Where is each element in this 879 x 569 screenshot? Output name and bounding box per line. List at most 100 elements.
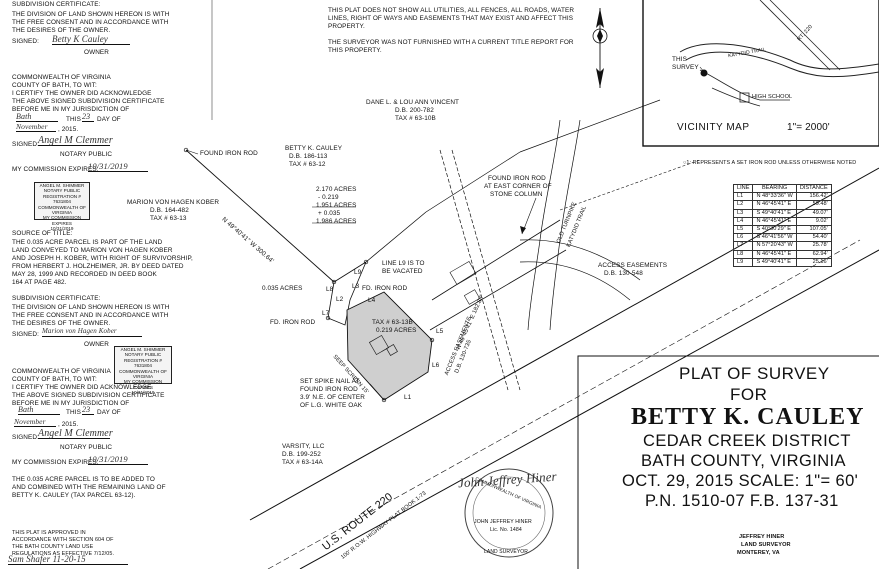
note-line1: THIS PLAT DOES NOT SHOW ALL UTILITIES, A… (328, 7, 575, 14)
ack1-line5: BEFORE ME IN MY JURISDICTION OF (12, 106, 130, 113)
acres-calc-4: + 0.035 (318, 210, 341, 217)
seal-license-number: Lic. No. 1484 (490, 527, 522, 533)
ack2-this: THIS (66, 409, 81, 416)
cauley-owner: BETTY K. CAULEY (285, 145, 343, 152)
source-line2: LAND CONVEYED TO MARION VON HAGEN KOBER (12, 247, 173, 254)
spike-nail-4: OF L.G. WHITE OAK (300, 402, 363, 409)
note-line3: PROPERTY. (328, 23, 365, 30)
title-date-scale: OCT. 29, 2015 SCALE: 1"= 60' (622, 472, 859, 490)
fd-iron-rod-upper: FD. IRON ROD (362, 285, 408, 292)
note-line2: LINES, RIGHT OF WAYS AND EASEMENTS THAT … (328, 15, 574, 22)
vincent-owner: DANE L. & LOU ANN VINCENT (366, 99, 460, 106)
ack1-day-of: DAY OF (97, 116, 121, 123)
cert1-owner-label: OWNER (84, 49, 109, 56)
ack2-year: , 2015. (58, 421, 79, 428)
ack2-day-of: DAY OF (97, 409, 121, 416)
vicinity-survey-label: THIS SURVEY (672, 56, 699, 71)
varsity-owner: VARSITY, LLC (282, 443, 325, 450)
title-block-frame (577, 355, 879, 569)
cert1-signed-label: SIGNED: (12, 38, 39, 45)
title-for: FOR (730, 385, 768, 404)
line-vacated-2: BE VACATED (382, 268, 423, 275)
varsity-deed: D.B. 199-252 (282, 451, 321, 458)
found-iron-rod-label: FOUND IRON ROD (200, 150, 258, 157)
acres-035-label: 0.035 ACRES (262, 285, 303, 292)
ack1-line2: COUNTY OF BATH, TO WIT: (12, 82, 97, 89)
approval-line2: ACCORDANCE WITH SECTION 604 OF (12, 537, 114, 543)
north-arrow-icon (592, 8, 608, 88)
cert1-heading: SUBDIVISION CERTIFICATE: (12, 1, 101, 8)
ack2-notary-label: NOTARY PUBLIC (60, 444, 113, 451)
ack2-signed-label: SIGNED: (12, 434, 39, 441)
line-label-l7: L7 (322, 310, 330, 317)
source-line6: 164 AT PAGE 482. (12, 279, 67, 286)
title-owner-name: BETTY K. CAULEY (631, 404, 865, 430)
cert1-line1: THE DIVISION OF LAND SHOWN HEREON IS WIT… (12, 11, 170, 18)
acres-calc-2: - 0.219 (318, 194, 339, 201)
cert2-line3: THE DESIRES OF THE OWNER. (12, 320, 111, 327)
varsity-tax: TAX # 63-14A (282, 459, 323, 466)
add-note-line1: THE 0.035 ACRE PARCEL IS TO BE ADDED TO (12, 476, 156, 483)
ack1-month: November (16, 123, 56, 132)
ack2-expiry-date: 10/31/2019 (88, 455, 148, 465)
kober-deed: D.B. 164-482 (150, 207, 189, 214)
ack1-expiry-date: 10/31/2019 (88, 162, 148, 172)
found-east-1: FOUND IRON ROD (488, 175, 546, 182)
shaded-parcel (346, 291, 433, 401)
line-label-l1: L1 (404, 394, 412, 401)
cert2-line2: THE FREE CONSENT AND IN ACCORDANCE WITH (12, 312, 169, 319)
ack2-line5: BEFORE ME IN MY JURISDICTION OF (12, 400, 130, 407)
parcel-tax-label: TAX # 63-13B (372, 319, 413, 326)
ack2-day-num: 23 (82, 406, 94, 415)
cert2-signed-label: SIGNED: (12, 331, 39, 338)
line-label-l2: L2 (336, 296, 344, 303)
ack1-commission-label: MY COMMISSION EXPIRES: (12, 166, 99, 173)
access-easement-1-deed: D.B. 130-548 (604, 270, 643, 277)
title-district: CEDAR CREEK DISTRICT (643, 432, 851, 450)
add-note-line2: AND COMBINED WITH THE REMAINING LAND OF (12, 484, 166, 491)
iron-rod-note: ○1: REPRESENTS A SET IRON ROD UNLESS OTH… (683, 160, 857, 166)
title-county: BATH COUNTY, VIRGINIA (641, 452, 846, 470)
parcel-acres-label: 0.219 ACRES (376, 327, 417, 334)
acres-calc-3: 1.951 ACRES (316, 202, 357, 209)
ack2-notary-signature: Angel M Clemmer (38, 428, 113, 439)
line-label-l5: L5 (436, 328, 444, 335)
spike-nail-2: FOUND IRON ROD (300, 386, 358, 393)
kober-owner: MARION VON HAGEN KOBER (127, 199, 220, 206)
approval-signature: Sam Shafer 11-20-15 (8, 555, 128, 565)
ack2-month: November (14, 418, 56, 427)
cert2-owner-signature: Marion von Hagen Kober (42, 327, 142, 337)
ack1-county: Bath (16, 113, 58, 122)
cauley-tax: TAX # 63-12 (289, 161, 326, 168)
cert2-line1: THE DIVISION OF LAND SHOWN HEREON IS WIT… (12, 304, 170, 311)
surveyor-title: LAND SURVEYOR (741, 542, 791, 548)
add-note-line3: BETTY K. CAULEY (TAX PARCEL 63-12). (12, 492, 136, 499)
title-plat-of-survey: PLAT OF SURVEY (679, 364, 830, 383)
surveyor-seal (464, 468, 554, 558)
line-label-l6: L6 (432, 362, 440, 369)
source-line4: FROM HERBERT J. HOLZHEIMER, JR. BY DEED … (12, 263, 184, 270)
source-line3: AND JOSEPH H. KOBER, WITH RIGHT OF SURVI… (12, 255, 193, 262)
cert1-line2: THE FREE CONSENT AND IN ACCORDANCE WITH (12, 19, 169, 26)
ack2-line2: COUNTY OF BATH, TO WIT: (12, 376, 97, 383)
vicinity-school-label: HIGH SCHOOL (752, 94, 793, 100)
spike-nail-3: 3.9' N.E. OF CENTER (300, 394, 365, 401)
ack1-notary-signature: Angel M Clemmer (38, 135, 113, 146)
cert2-heading: SUBDIVISION CERTIFICATE: (12, 295, 101, 302)
ack2-line4: THE ABOVE SIGNED SUBDIVISION CERTIFICATE (12, 392, 165, 399)
vicinity-scale: 1"= 2000' (787, 122, 830, 133)
cert2-owner-label: OWNER (84, 341, 109, 348)
ack1-line4: THE ABOVE SIGNED SUBDIVISION CERTIFICATE (12, 98, 165, 105)
source-heading: SOURCE OF TITLE: (12, 230, 73, 237)
vicinity-survey-marker (700, 69, 708, 77)
line-col-header: LINE (732, 183, 754, 194)
found-east-2: AT EAST CORNER OF (484, 183, 552, 190)
access-easement-1: ACCESS EASEMENTS (598, 262, 668, 269)
